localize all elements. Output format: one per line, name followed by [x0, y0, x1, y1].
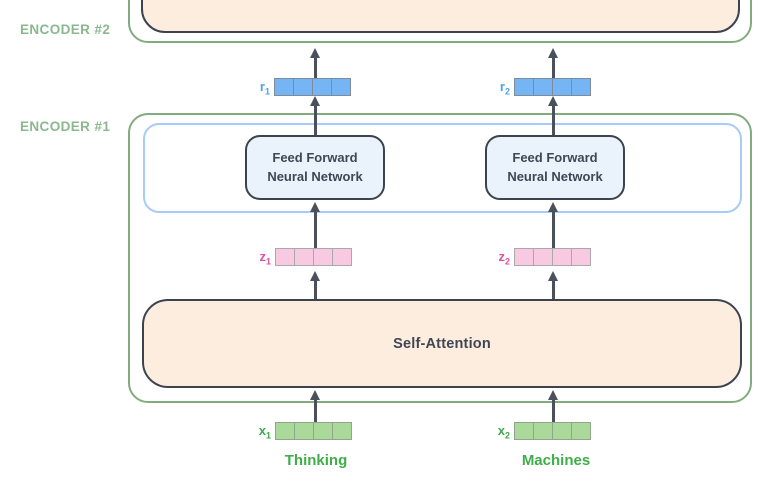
vector-r2: [514, 78, 591, 96]
vector-x2-label: x2: [497, 423, 510, 441]
vector-z1: [275, 248, 352, 266]
ffnn1-label-line2: Neural Network: [267, 168, 363, 184]
arrow-x1-to-attention-icon: [310, 390, 320, 422]
ffnn2-label-line1: Feed Forward: [512, 150, 598, 166]
arrow-r1-to-encoder2-icon: [310, 48, 320, 78]
encoder1-box: [128, 113, 752, 403]
self-attention-label: Self-Attention: [393, 335, 491, 352]
vector-r1-label: r1: [259, 79, 270, 97]
arrow-x2-to-attention-icon: [548, 390, 558, 422]
vector-z2: [514, 248, 591, 266]
vector-z1-label: z1: [259, 249, 271, 267]
vector-x2: [514, 422, 591, 440]
arrow-z1-to-ffnn1-icon: [310, 202, 320, 248]
arrow-r2-to-encoder2-icon: [548, 48, 558, 78]
ffnn1-label-line1: Feed Forward: [272, 150, 358, 166]
token-word-2: Machines: [521, 452, 591, 469]
arrow-attention-to-z1-icon: [310, 271, 320, 299]
ffnn2-box: Feed Forward Neural Network: [485, 135, 625, 200]
ffnn1-box: Feed Forward Neural Network: [245, 135, 385, 200]
encoder2-label: ENCODER #2: [20, 22, 111, 37]
vector-x1-label: x1: [258, 423, 271, 441]
arrow-ffnn2-to-r2-icon: [548, 96, 558, 135]
vector-r1: [274, 78, 351, 96]
encoder2-inner-component-box: [141, 0, 740, 33]
vector-r2-label: r2: [499, 79, 510, 97]
arrow-ffnn1-to-r1-icon: [310, 96, 320, 135]
ffnn2-label-line2: Neural Network: [507, 168, 603, 184]
self-attention-box: Self-Attention: [142, 299, 742, 388]
arrow-z2-to-ffnn2-icon: [548, 202, 558, 248]
vector-x1: [275, 422, 352, 440]
arrow-attention-to-z2-icon: [548, 271, 558, 299]
vector-z2-label: z2: [498, 249, 510, 267]
token-word-1: Thinking: [284, 452, 348, 469]
feed-forward-layer-container: [143, 123, 742, 213]
encoder2-box: [128, 0, 752, 43]
encoder1-label: ENCODER #1: [20, 119, 111, 134]
